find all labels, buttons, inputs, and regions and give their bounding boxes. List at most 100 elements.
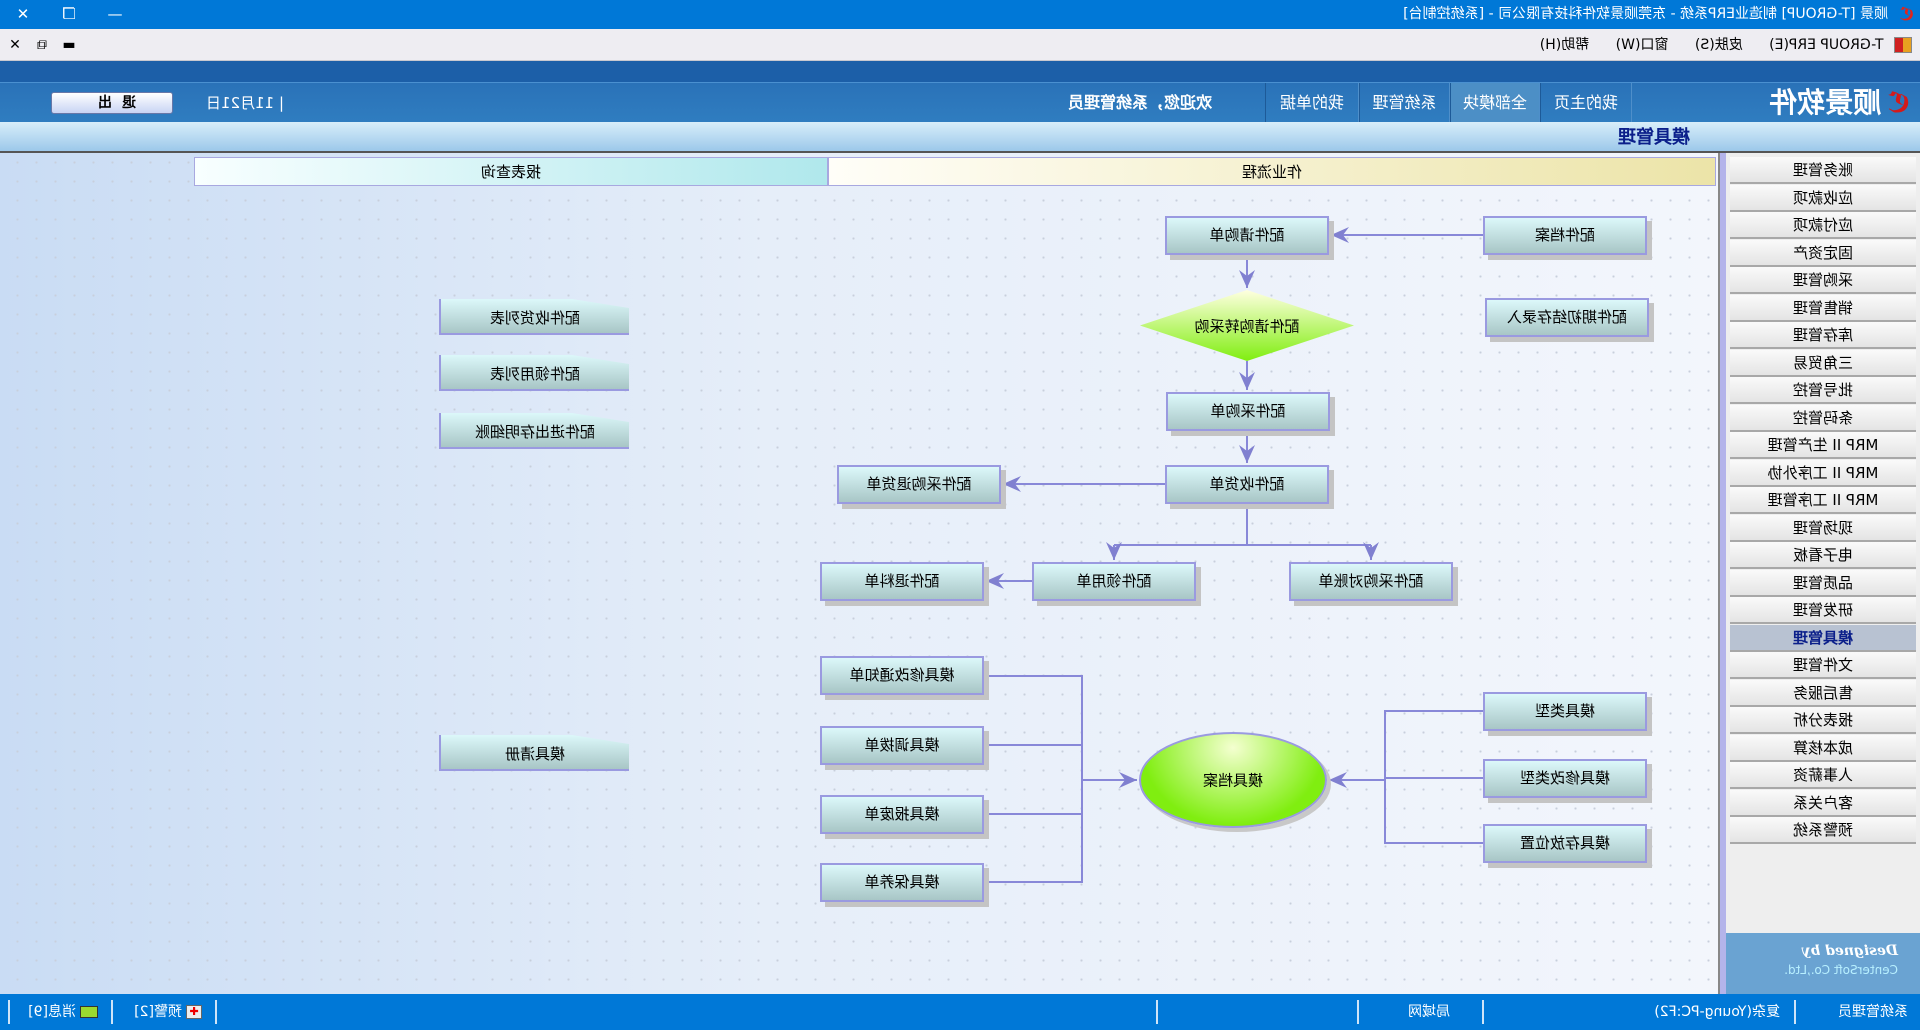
- sidebar-item[interactable]: 应付款项: [1730, 212, 1916, 239]
- menu-skin[interactable]: 皮肤(S): [1694, 37, 1743, 53]
- envelope-icon: [80, 1006, 98, 1018]
- sidebar-item[interactable]: 售后服务: [1730, 679, 1916, 707]
- module-title-bar: 模具管理: [0, 122, 1920, 153]
- sidebar-item[interactable]: 三角贸易: [1730, 349, 1916, 377]
- alerts-indicator[interactable]: ✚ 预警[2]: [134, 994, 202, 1030]
- tab-my-home[interactable]: 我的主页: [1540, 83, 1632, 123]
- menu-bar: T-GROUP ERP(E) 皮肤(S) 窗口(W) 帮助(H) ▬ ⧉ ✕: [0, 29, 1920, 61]
- alerts-count: 预警[2]: [134, 1004, 182, 1020]
- sidebar-item[interactable]: 应收款项: [1730, 184, 1916, 212]
- flow-node-mold-scrap[interactable]: 模具报废单: [820, 795, 984, 834]
- menu-window[interactable]: 窗口(W): [1615, 37, 1669, 53]
- sidebar-item[interactable]: 现场管理: [1730, 514, 1916, 542]
- menu-help[interactable]: 帮助(H): [1539, 37, 1590, 53]
- menu-erp[interactable]: T-GROUP ERP(E): [1769, 37, 1884, 53]
- tab-all-modules[interactable]: 全部模块: [1450, 83, 1540, 123]
- sidebar-item[interactable]: 库存管理: [1730, 322, 1916, 349]
- report-part-receipt-list[interactable]: 配件收货列表: [439, 299, 629, 335]
- module-title: 模具管理: [1618, 127, 1690, 148]
- flow-node-part-receipt[interactable]: 配件收货单: [1165, 465, 1329, 504]
- tab-system-admin[interactable]: 系统管理: [1359, 83, 1450, 123]
- sidebar-item[interactable]: 预警系统: [1730, 817, 1916, 844]
- workflow-canvas: 作业流程 报表查询: [0, 153, 1720, 994]
- flow-node-mold-location[interactable]: 模具存放位置: [1483, 824, 1647, 863]
- sidebar-item[interactable]: 研发管理: [1730, 597, 1916, 624]
- sidebar-item[interactable]: 批号管控: [1730, 377, 1916, 404]
- status-separator: [1156, 1000, 1158, 1024]
- status-separator: [8, 1000, 10, 1024]
- flow-decision-req-to-purchase[interactable]: 配件请购转采购: [1140, 290, 1354, 361]
- app-menu-icon[interactable]: [1894, 37, 1912, 53]
- sidebar-item[interactable]: 采购管理: [1730, 267, 1916, 294]
- flow-connectors: [984, 227, 1483, 883]
- sidebar-item[interactable]: 模具管理: [1730, 624, 1916, 652]
- mdi-restore-button[interactable]: ⧉: [37, 37, 47, 53]
- report-mold-register[interactable]: 模具清册: [439, 735, 629, 771]
- status-separator: [111, 1000, 113, 1024]
- app-logo-icon: ℭ: [1899, 4, 1914, 25]
- credit-line-1: Designed by: [1802, 943, 1898, 959]
- sidebar-item[interactable]: MRP II 生产管理: [1730, 432, 1916, 459]
- flow-node-part-return[interactable]: 配件退料单: [820, 562, 984, 601]
- status-separator: [1794, 1000, 1796, 1024]
- flow-node-mold-maintenance[interactable]: 模具保养单: [820, 863, 984, 902]
- exit-button[interactable]: 退出: [51, 92, 173, 114]
- mold-file-label: 模具档案: [1203, 771, 1264, 790]
- status-network: 局域网: [1408, 1004, 1450, 1020]
- report-part-issue-list[interactable]: 配件领用列表: [439, 355, 629, 391]
- sidebar-item[interactable]: 品质管理: [1730, 569, 1916, 597]
- status-separator: [1482, 1000, 1484, 1024]
- flow-node-mold-type[interactable]: 模具类型: [1483, 692, 1647, 731]
- brand-mark-icon: ℭ: [1887, 86, 1910, 119]
- sidebar-item[interactable]: 客户关系: [1730, 789, 1916, 817]
- module-sidebar: 账务管理应收款项应付款项固定资产采购管理销售管理库存管理三角贸易批号管控条码管控…: [1720, 153, 1920, 994]
- sidebar-item[interactable]: 报表分析: [1730, 707, 1916, 734]
- connector: [984, 675, 1083, 883]
- flow-node-mold-file[interactable]: 模具档案: [1139, 732, 1327, 828]
- sidebar-item[interactable]: MRP II 工序外协: [1730, 459, 1916, 487]
- flow-node-part-opening[interactable]: 配件期初结存录入: [1485, 298, 1649, 337]
- window-title: 顺景 [T-GROUP] 制造业ERP系统 - 东莞顺景软件科技有限公司 - […: [1403, 6, 1888, 22]
- mdi-close-button[interactable]: ✕: [9, 37, 21, 53]
- sidebar-item[interactable]: 条码管控: [1730, 404, 1916, 432]
- flow-node-part-requisition[interactable]: 配件请购单: [1165, 216, 1329, 255]
- sidebar-item[interactable]: 文件管理: [1730, 652, 1916, 679]
- title-bar: ℭ 顺景 [T-GROUP] 制造业ERP系统 - 东莞顺景软件科技有限公司 -…: [0, 0, 1920, 29]
- messages-indicator[interactable]: 消息[9]: [28, 994, 98, 1030]
- sidebar-item[interactable]: MRP II 工序管理: [1730, 487, 1916, 514]
- status-host: 复杂(Young-PC:F2): [1654, 1004, 1780, 1020]
- status-bar: 系统管理员 复杂(Young-PC:F2) 局域网 ✚ 预警[2] 消息[9]: [0, 994, 1920, 1030]
- sidebar-item[interactable]: 电子看板: [1730, 542, 1916, 569]
- first-aid-kit-icon: ✚: [186, 1005, 202, 1019]
- designer-credit: Designed by CenterSoft Co.,Ltd.: [1726, 933, 1920, 994]
- status-separator: [1357, 1000, 1359, 1024]
- flow-node-part-issue[interactable]: 配件领用单: [1032, 562, 1196, 601]
- decision-label: 配件请购转采购: [1194, 317, 1300, 335]
- sidebar-item[interactable]: 人事薪资: [1730, 762, 1916, 789]
- brand-name: 顺景软件: [1769, 86, 1882, 119]
- date-text: | 11月21日: [206, 94, 284, 112]
- flow-node-mold-transfer[interactable]: 模具调拨单: [820, 726, 984, 765]
- sidebar-item[interactable]: 固定资产: [1730, 239, 1916, 267]
- status-user: 系统管理员: [1838, 1004, 1908, 1020]
- flow-node-mold-change-type[interactable]: 模具修改类型: [1483, 759, 1647, 798]
- sidebar-item[interactable]: 账务管理: [1730, 157, 1916, 184]
- restore-button[interactable]: ❐: [62, 5, 76, 23]
- status-separator: [215, 1000, 217, 1024]
- report-part-inout-ledger[interactable]: 配件进出存明细账: [439, 413, 629, 449]
- flow-node-part-file[interactable]: 配件档案: [1483, 216, 1647, 255]
- nav-bar: ℭ顺景软件 我的主页 全部模块 系统管理 我的单据 欢迎您，系统管理员 | 11…: [0, 82, 1920, 123]
- mdi-minimize-button[interactable]: ▬: [62, 37, 76, 53]
- flow-node-mold-change-notice[interactable]: 模具修改通知单: [820, 656, 984, 695]
- credit-line-2: CenterSoft Co.,Ltd.: [1784, 963, 1898, 977]
- flow-node-part-reconcile[interactable]: 配件采购对账单: [1289, 562, 1453, 601]
- flow-node-part-purchase-return[interactable]: 配件采购退货单: [837, 465, 1001, 504]
- tab-my-documents[interactable]: 我的单据: [1265, 83, 1359, 123]
- welcome-text: 欢迎您，系统管理员: [1067, 93, 1212, 112]
- sidebar-item[interactable]: 销售管理: [1730, 294, 1916, 322]
- minimize-button[interactable]: —: [107, 5, 123, 23]
- close-button[interactable]: ✕: [16, 5, 30, 23]
- flow-node-part-purchase[interactable]: 配件采购单: [1166, 392, 1330, 431]
- sidebar-item[interactable]: 成本核算: [1730, 734, 1916, 762]
- messages-count: 消息[9]: [28, 1004, 76, 1020]
